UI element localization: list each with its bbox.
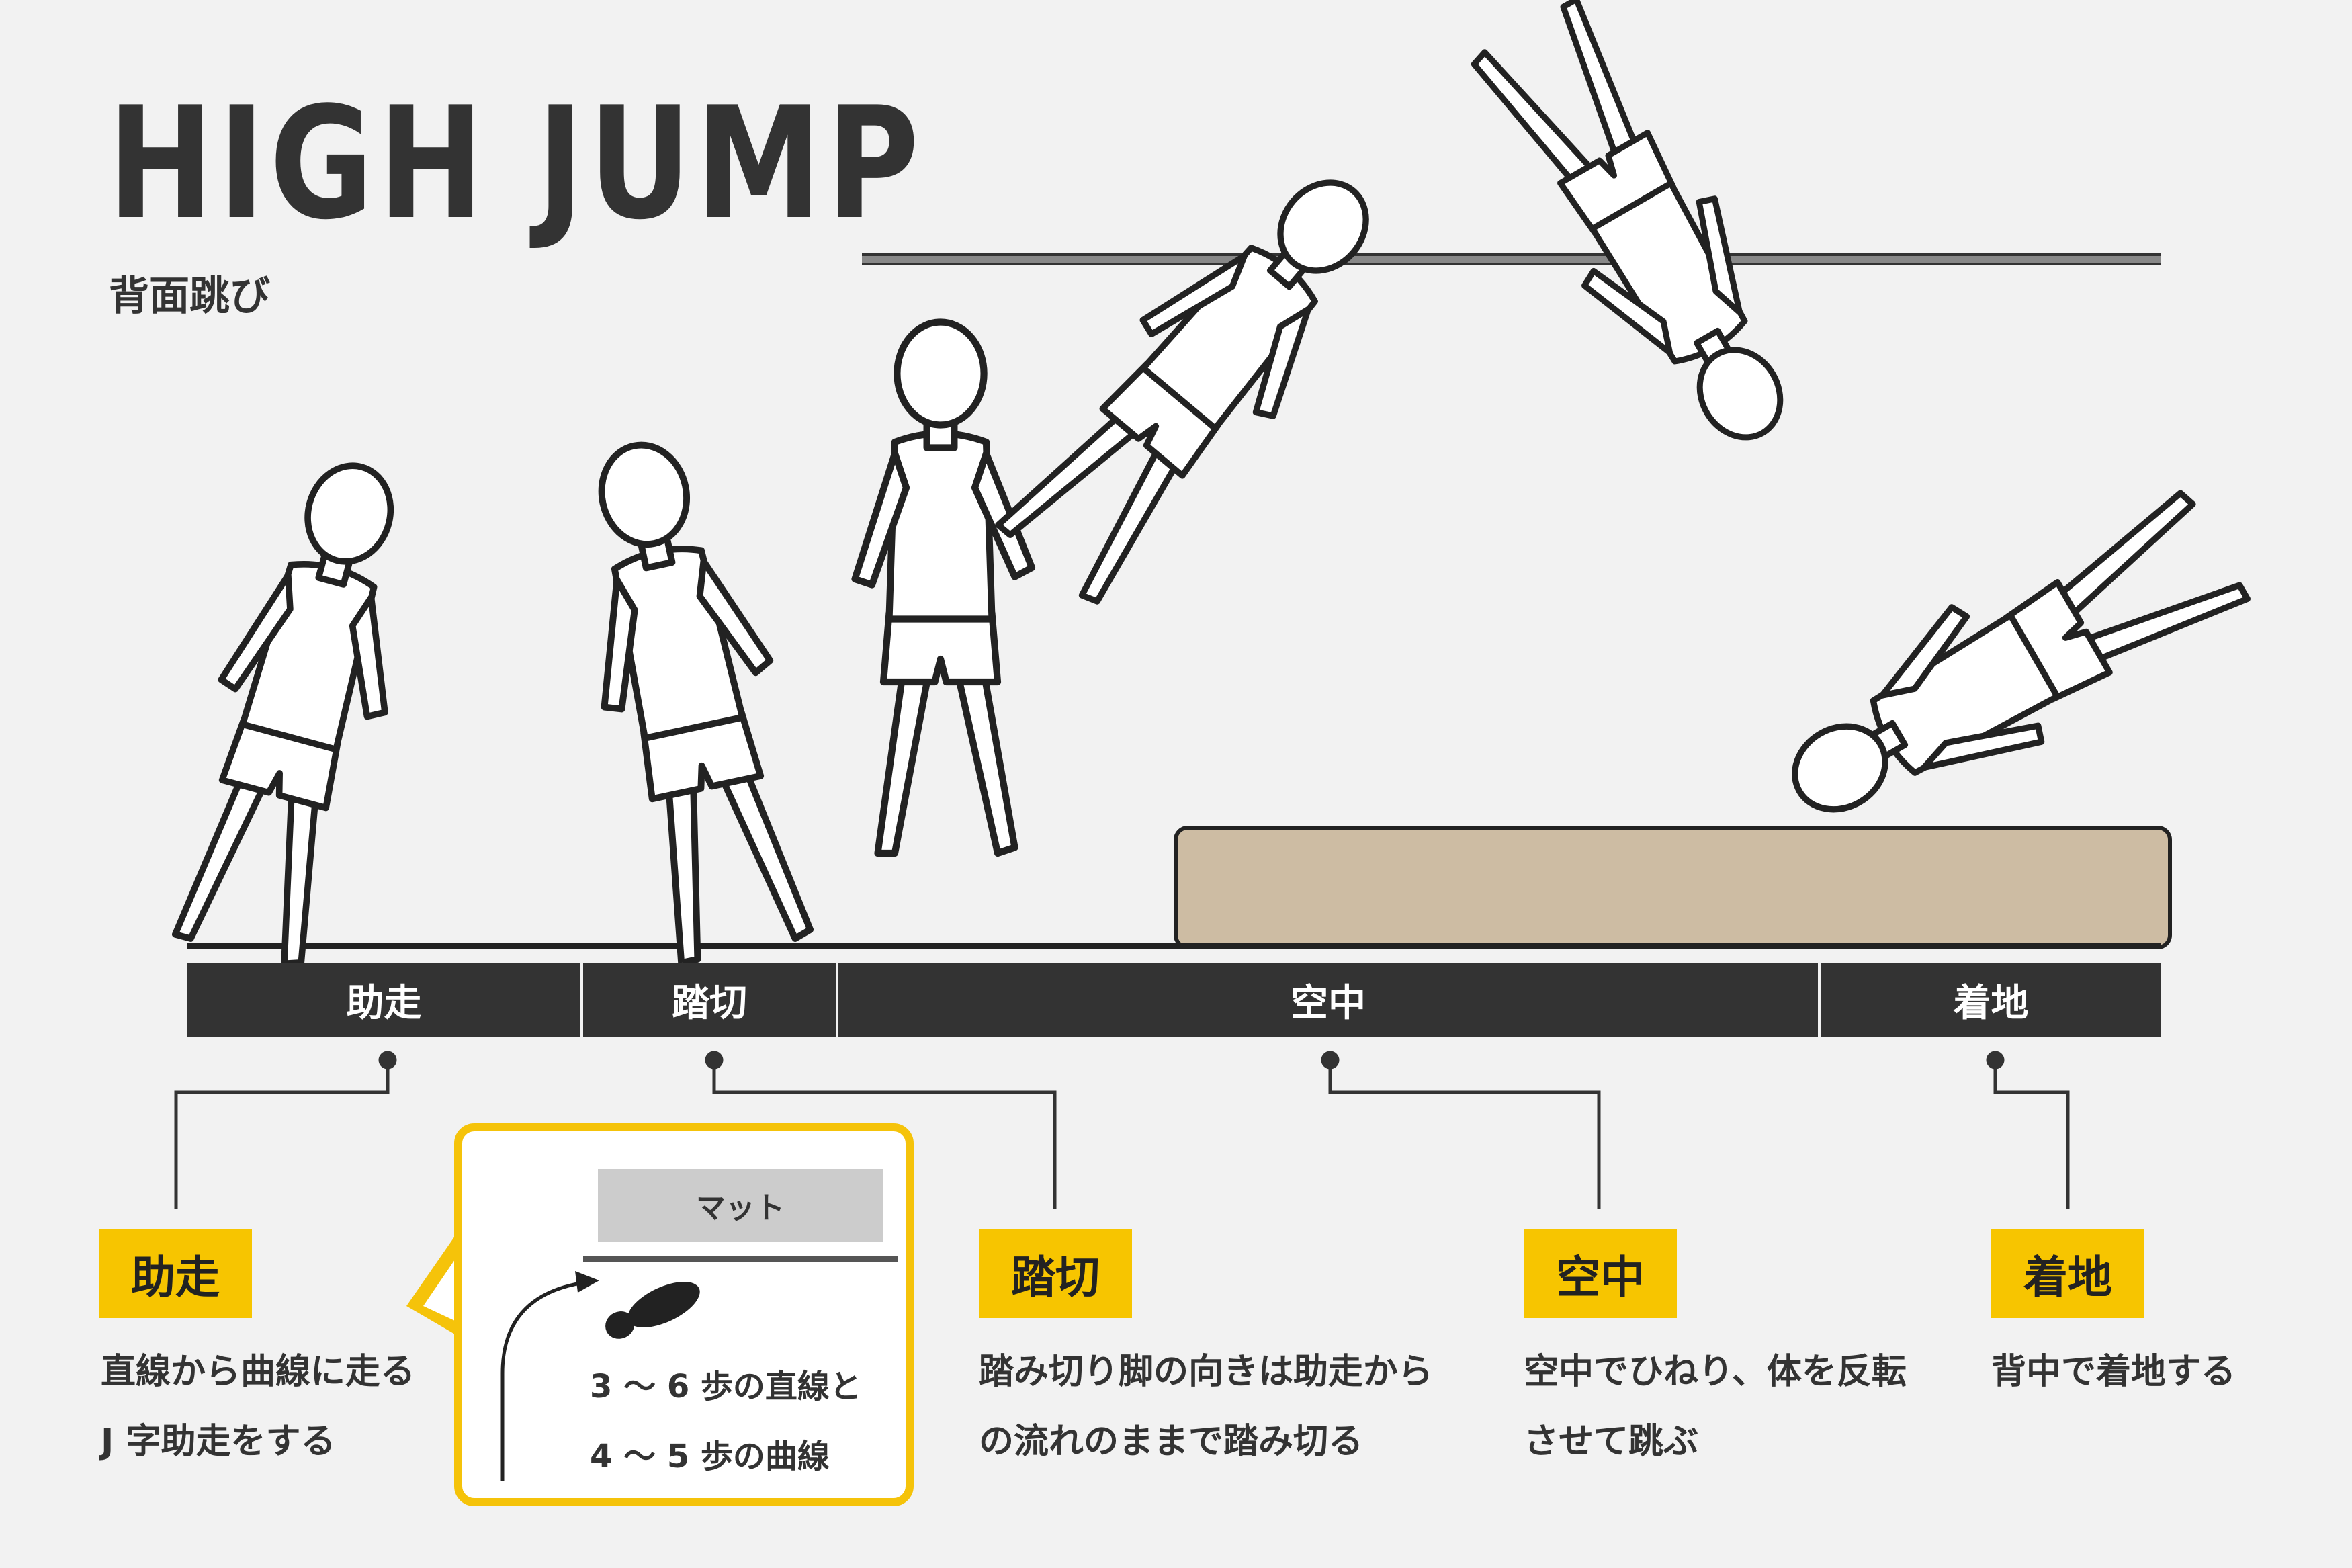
badge-landing: 着地: [1991, 1229, 2144, 1318]
high-jump-bar: [862, 253, 2161, 265]
desc-landing: 背中で着地する: [1991, 1337, 2236, 1407]
athlete-approach: [155, 446, 445, 972]
phase-landing: 着地: [1818, 963, 2161, 1037]
badge-flight: 空中: [1524, 1229, 1677, 1318]
athlete-rise: [855, 322, 1033, 854]
desc-takeoff: 踏み切り脚の向きは助走から の流れのままで踏み切る: [979, 1337, 1433, 1477]
callout-line1: 3 ～ 6 歩の直線と: [590, 1368, 862, 1405]
phase-flight: 空中: [836, 963, 1818, 1037]
desc-approach: 直線から曲線に走る J 字助走をする: [101, 1337, 415, 1477]
desc-flight: 空中でひねり、体を反転 させて跳ぶ: [1524, 1337, 1907, 1477]
phase-takeoff: 踏切: [580, 963, 836, 1037]
badge-approach: 助走: [99, 1229, 252, 1318]
athlete-land: [1758, 477, 2258, 859]
landing-mat: [1174, 826, 2172, 949]
approach-path-diagram: [500, 1256, 898, 1481]
athlete-clear: [1458, 0, 1828, 473]
desc-flight-line1: 空中でひねり、体を反転: [1524, 1352, 1907, 1392]
desc-flight-line2: させて跳ぶ: [1524, 1422, 1699, 1462]
footprint-icon: [605, 1281, 700, 1339]
badge-takeoff: 踏切: [979, 1229, 1132, 1318]
mat-label: マット: [598, 1169, 883, 1242]
desc-takeoff-line1: 踏み切り脚の向きは助走から: [979, 1352, 1434, 1392]
connectors: [174, 1051, 2070, 1209]
phase-bar: 助走 踏切 空中 着地: [187, 963, 2161, 1037]
desc-landing-line1: 背中で着地する: [1991, 1352, 2236, 1392]
page-subtitle: 背面跳び: [109, 273, 270, 320]
desc-approach-line1: 直線から曲線に走る: [101, 1352, 416, 1392]
desc-approach-line2: J 字助走をする: [101, 1422, 336, 1462]
page-title: HIGH JUMP: [107, 75, 924, 254]
approach-path-callout: マット 3 ～ 6 歩の直線と 4 ～ 5 歩の曲線: [454, 1123, 914, 1506]
phase-approach: 助走: [346, 981, 422, 1025]
athlete-arch: [982, 140, 1417, 615]
desc-takeoff-line2: の流れのままで踏み切る: [979, 1422, 1364, 1462]
athlete-takeoff: [552, 427, 828, 967]
callout-line2: 4 ～ 5 歩の曲線: [590, 1438, 830, 1475]
